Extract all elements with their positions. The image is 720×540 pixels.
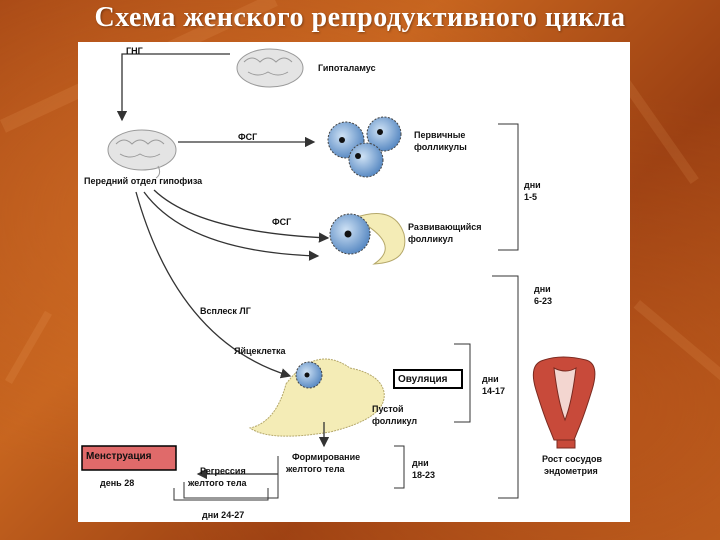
developing-follicle-label-2: фолликул [408, 234, 454, 244]
menstruation-label: Менструация [86, 451, 152, 462]
fsh-arrow-2 [153, 189, 330, 243]
lh-surge-arrow [135, 191, 292, 379]
empty-follicle-label-2: фолликул [372, 416, 418, 426]
days-14-17-label-a: дни [482, 374, 499, 384]
bracket-days-24-27 [173, 488, 269, 501]
primary-follicles-icon [327, 116, 402, 178]
primary-follicles-label-1: Первичные [414, 130, 466, 140]
bracket-days-18-23 [394, 445, 405, 489]
background-streak [633, 300, 720, 385]
empty-follicle-icon [248, 358, 385, 437]
days-18-23-label-a: дни [412, 458, 429, 468]
egg-cell-icon [295, 361, 323, 389]
pituitary-brain-icon [107, 129, 177, 179]
hypothalamus-brain-icon [236, 48, 304, 88]
regression-label-1: Регрессия [200, 466, 246, 476]
corpus-formation-label-2: желтого тела [286, 464, 345, 474]
primary-follicles-label-2: фолликулы [414, 142, 467, 152]
ovulation-box [393, 369, 463, 389]
anterior-pituitary-label: Передний отдел гипофиза [84, 176, 203, 186]
background-streak [5, 310, 52, 384]
developing-follicle-icon [329, 213, 406, 265]
corpus-to-regression-line [183, 456, 279, 499]
corpus-formation-label-1: Формирование [292, 452, 361, 462]
bracket-days-1-5 [498, 123, 519, 251]
gnrh-arrow [116, 53, 230, 122]
fsh-label-2: ФСГ [272, 217, 292, 227]
regression-label-2: желтого тела [188, 478, 247, 488]
vessel-growth-label-1: Рост сосудов [542, 454, 602, 464]
developing-follicle-label-1: Развивающийся [408, 222, 482, 232]
diagram-panel: ГНГ Гипоталамус ФСГ Передний отдел гипоф… [78, 42, 630, 522]
uterus-icon [532, 356, 596, 449]
menstruation-box [81, 445, 177, 471]
lh-surge-label: Всплеск ЛГ [200, 306, 251, 316]
vessel-growth-label-2: эндометрия [544, 466, 598, 476]
days-24-27-label: дни 24-27 [202, 510, 245, 520]
days-6-23-label-a: дни [534, 284, 551, 294]
background-streak [621, 80, 699, 185]
days-1-5-label-a: дни [524, 180, 541, 190]
day28-label: день 28 [100, 478, 135, 488]
egg-cell-label: Яйцеклетка [234, 346, 286, 356]
pituitary-arrow-3 [143, 191, 320, 261]
gnrh-label: ГНГ [126, 46, 143, 56]
diagram-graphics [81, 48, 596, 501]
fsh-label-1: ФСГ [238, 132, 258, 142]
ovulation-label: Овуляция [398, 374, 448, 385]
days-1-5-label-b: 1-5 [524, 192, 538, 202]
empty-follicle-label-1: Пустой [372, 404, 404, 414]
days-6-23-label-b: 6-23 [534, 296, 553, 306]
bracket-days-14-17 [454, 343, 471, 423]
hypothalamus-label: Гипоталамус [318, 63, 376, 73]
slide-title: Схема женского репродуктивного цикла [94, 2, 626, 33]
bracket-days-6-23 [492, 275, 519, 499]
days-18-23-label-b: 18-23 [412, 470, 436, 480]
days-14-17-label-b: 14-17 [482, 386, 506, 396]
